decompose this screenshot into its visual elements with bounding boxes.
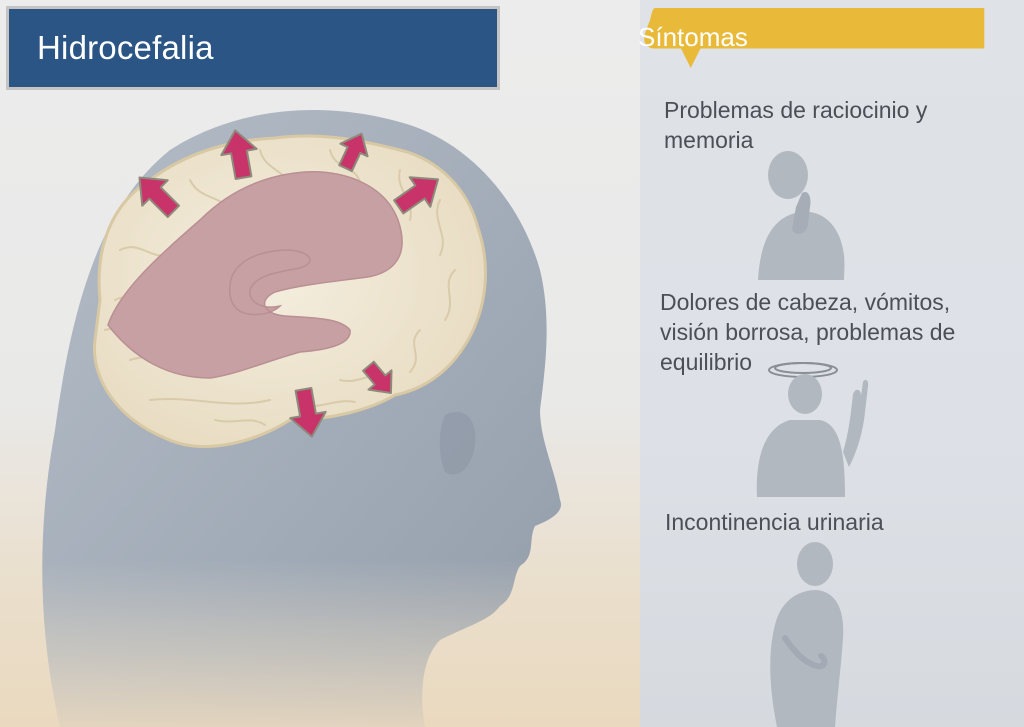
head-brain-illustration [0, 110, 640, 727]
page-title: Hidrocefalia [37, 29, 214, 66]
pressure-arrows [138, 129, 440, 438]
bottom-fade [0, 560, 640, 727]
symptom-text-3: Incontinencia urinaria [665, 509, 884, 535]
symptoms-banner [644, 8, 985, 68]
arrow-down-right [362, 360, 393, 395]
title-box: Hidrocefalia [6, 6, 500, 90]
enlarged-ventricles [107, 171, 403, 379]
ear-shape [439, 411, 476, 475]
arrow-up-right-small [338, 132, 369, 173]
symptoms-heading: Síntomas [638, 22, 748, 52]
banner-shape [644, 8, 985, 68]
arrow-down [289, 387, 327, 438]
symptom-text-2: Dolores de cabeza, vómitos, visión borro… [660, 289, 956, 375]
symptom-text-1: Problemas de raciocinio y memoria [664, 97, 928, 153]
thinking-person-icon [758, 151, 845, 280]
arrow-up-left [138, 176, 181, 219]
incontinence-person-icon [770, 542, 844, 727]
arrow-up-right [393, 176, 440, 215]
arrow-up [220, 129, 258, 180]
dizzy-person-icon [756, 362, 869, 497]
